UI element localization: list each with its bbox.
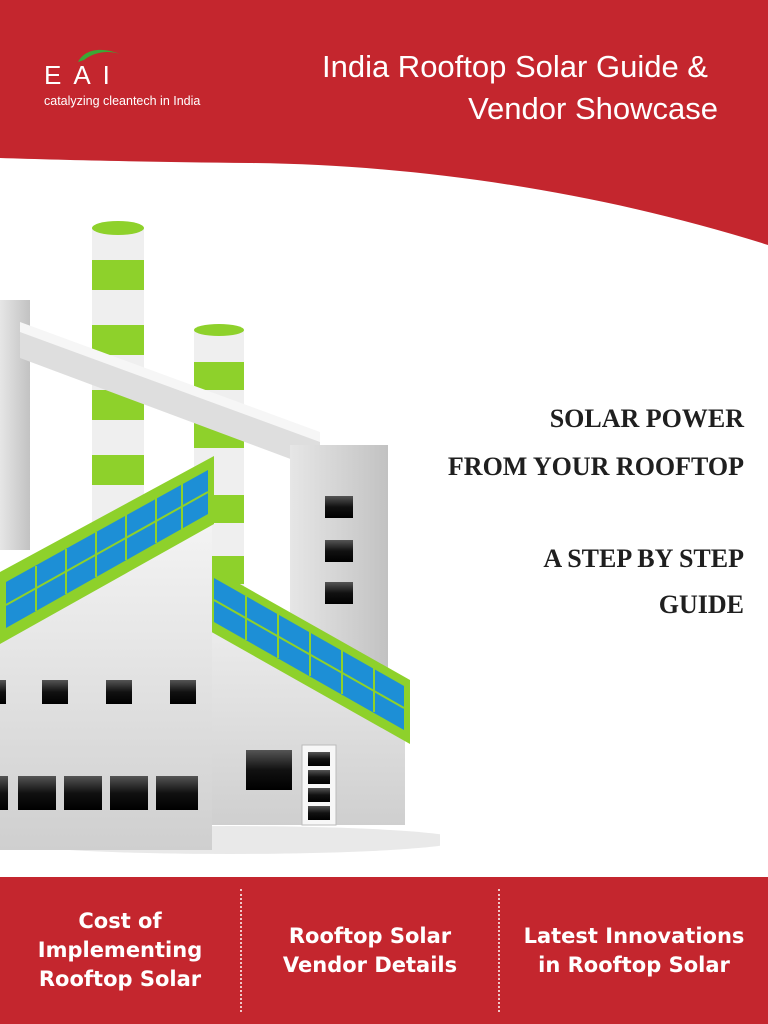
headline-line-1: SOLAR POWER bbox=[549, 404, 744, 433]
footer-item-innovations: Latest Innovations in Rooftop Solar bbox=[523, 923, 745, 977]
page-title: India Rooftop Solar Guide & Vendor Showc… bbox=[198, 46, 718, 130]
headline-line-2: FROM YOUR ROOFTOP bbox=[447, 452, 744, 481]
leaf-icon bbox=[78, 49, 120, 62]
eai-logo: EAI catalyzing cleantech in India bbox=[44, 44, 234, 114]
title-line-2: Vendor Showcase bbox=[468, 91, 718, 126]
footer-divider bbox=[240, 889, 242, 1012]
footer-divider bbox=[498, 889, 500, 1012]
footer-item-cost: Cost of Implementing Rooftop Solar bbox=[37, 909, 203, 991]
diagonal-beam bbox=[20, 330, 320, 470]
logo-wordmark: EAI bbox=[44, 60, 122, 90]
header-banner bbox=[0, 0, 768, 245]
factory-illustration bbox=[0, 221, 440, 854]
logo-tagline: catalyzing cleantech in India bbox=[44, 94, 201, 108]
footer-item-vendors: Rooftop Solar Vendor Details bbox=[282, 923, 458, 977]
title-line-1: India Rooftop Solar Guide & bbox=[321, 49, 708, 84]
headline-line-3: A STEP BY STEP bbox=[543, 544, 744, 573]
headline-line-4: GUIDE bbox=[658, 590, 744, 619]
left-building bbox=[0, 520, 212, 850]
solar-panel-array-right bbox=[208, 566, 410, 744]
footer-banner: Cost of Implementing Rooftop Solar Rooft… bbox=[0, 877, 768, 1024]
solar-panel-array-left bbox=[0, 456, 214, 644]
